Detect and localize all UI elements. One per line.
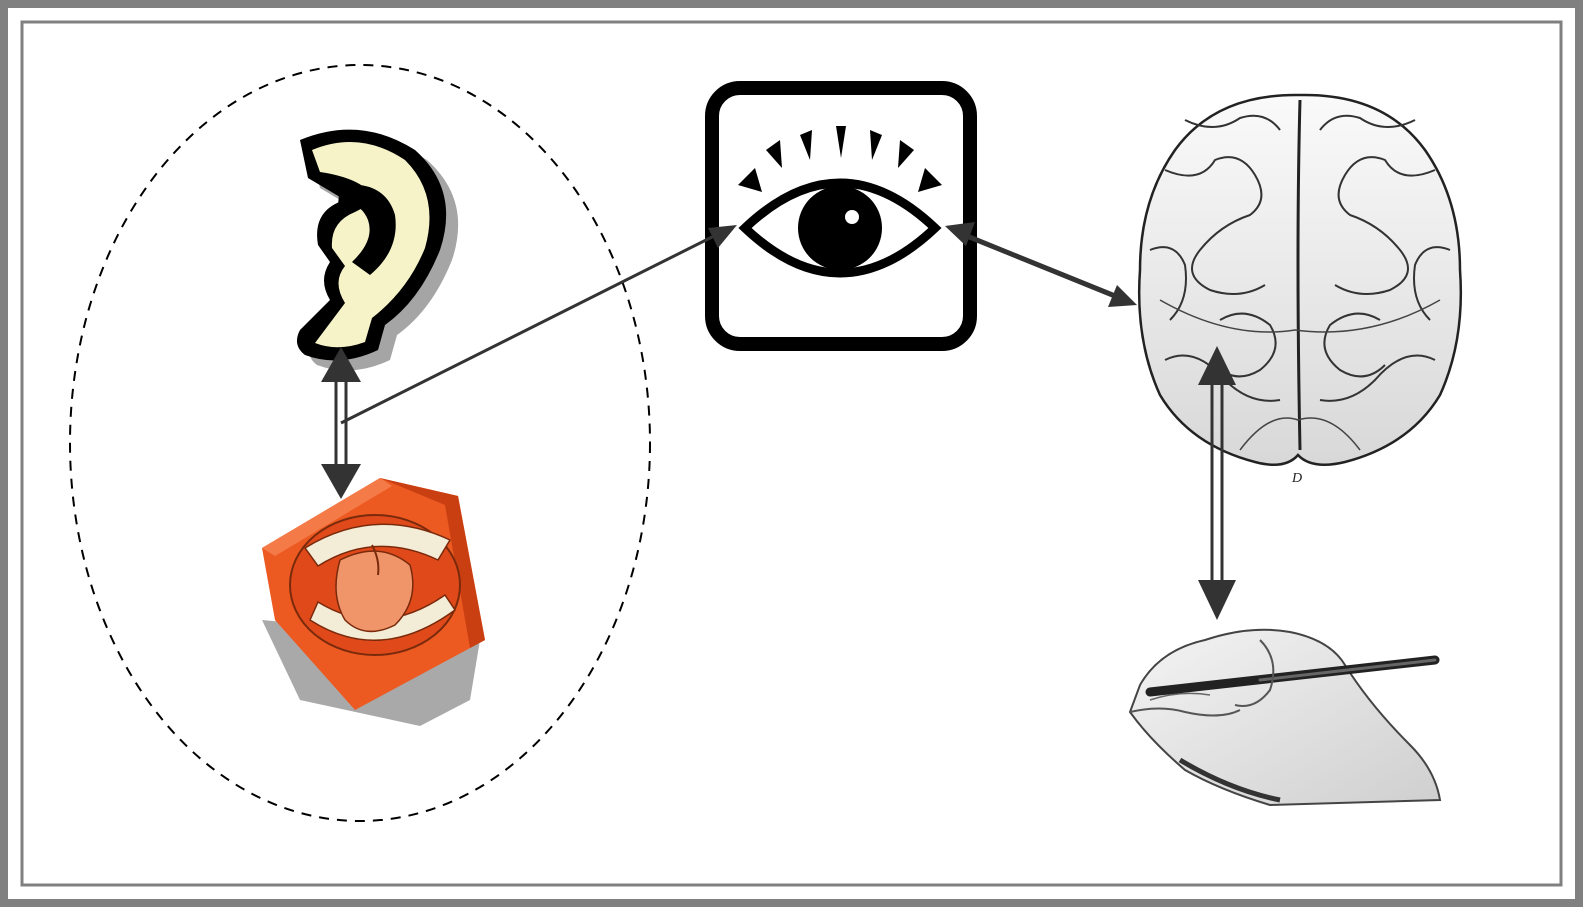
eye-icon <box>712 88 970 344</box>
writing-hand-icon <box>1130 630 1440 805</box>
ear-icon <box>297 130 458 371</box>
arrowhead-to-hand <box>1198 580 1236 620</box>
brain-caption: D <box>1291 471 1302 486</box>
mouth-icon <box>262 478 485 726</box>
brain-icon: D <box>1139 95 1461 486</box>
